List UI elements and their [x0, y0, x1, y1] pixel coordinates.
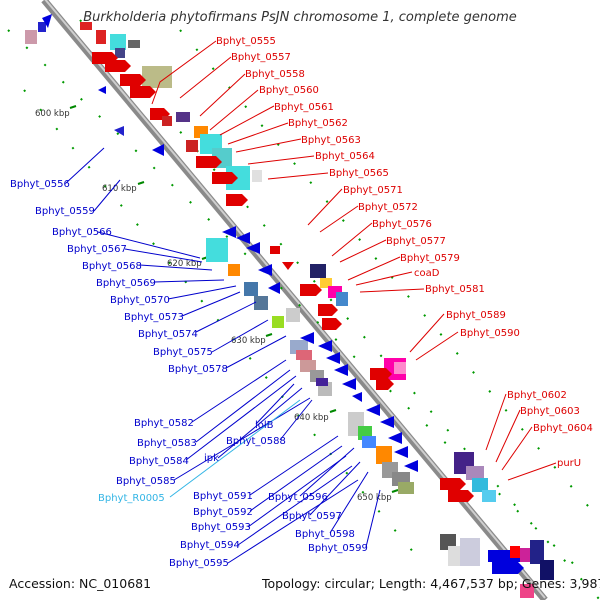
gene-label: Bphyt_0556 [10, 179, 70, 190]
gene-label: Bphyt_0589 [446, 310, 506, 321]
gene-label: Bphyt_0584 [129, 456, 189, 467]
gene-label: lolB [255, 420, 274, 431]
gene-label: coaD [414, 268, 440, 279]
gene-label: Bphyt_0566 [52, 227, 112, 238]
tick-label-640: 640 kbp [294, 413, 329, 423]
genome-summary-text: Topology: circular; Length: 4,467,537 bp… [262, 576, 600, 591]
gene-label: Bphyt_0595 [169, 558, 229, 569]
gene-label: Bphyt_0571 [343, 185, 403, 196]
tick-label-620: 620 kbp [167, 259, 202, 269]
gene-label: Bphyt_0599 [308, 543, 368, 554]
gene-label: Bphyt_0569 [96, 278, 156, 289]
gene-label: purU [557, 458, 581, 469]
rna-gene-label: Bphyt_R0005 [98, 493, 165, 504]
tick-marks [69, 105, 399, 493]
gene-label: Bphyt_0561 [274, 102, 334, 113]
tick-label-610: 610 kbp [102, 184, 137, 194]
gene-label: Bphyt_0560 [259, 85, 319, 96]
gene-label: Bphyt_0559 [35, 206, 95, 217]
gene-features [25, 14, 554, 598]
gene-label: Bphyt_0579 [400, 253, 460, 264]
gene-label: Bphyt_0563 [301, 135, 361, 146]
gene-label: Bphyt_0578 [168, 364, 228, 375]
gene-label: Bphyt_0603 [520, 406, 580, 417]
gene-label: Bphyt_0602 [507, 390, 567, 401]
gene-label: Bphyt_0594 [180, 540, 240, 551]
gene-label: Bphyt_0597 [282, 511, 342, 522]
gene-label: Bphyt_0590 [460, 328, 520, 339]
gene-label: Bphyt_0591 [193, 491, 253, 502]
tick-label-630: 630 kbp [231, 336, 266, 346]
gene-label: Bphyt_0555 [216, 36, 276, 47]
gene-label: Bphyt_0598 [295, 529, 355, 540]
map-title: Burkholderia phytofirmans PsJN chromosom… [83, 10, 517, 25]
leader-line-rna [169, 399, 301, 498]
gene-label: Bphyt_0567 [67, 244, 127, 255]
tick-label-650: 650 kbp [357, 493, 392, 503]
labels-red: Bphyt_0555 Bphyt_0557 Bphyt_0558 Bphyt_0… [216, 36, 593, 469]
gene-label: Bphyt_0588 [226, 436, 286, 447]
gene-label: Bphyt_0564 [315, 151, 375, 162]
gene-label: Bphyt_0562 [288, 118, 348, 129]
gene-label: Bphyt_0565 [329, 168, 389, 179]
gene-label: Bphyt_0596 [268, 492, 328, 503]
gene-label: Bphyt_0583 [137, 438, 197, 449]
gene-label: Bphyt_0572 [358, 202, 418, 213]
leader-lines-red [151, 40, 557, 481]
gene-label: Bphyt_0585 [116, 476, 176, 487]
gene-label: ipk [204, 453, 219, 464]
tick-label-600: 600 kbp [35, 109, 70, 119]
gene-label: Bphyt_0575 [153, 347, 213, 358]
gene-label: Bphyt_0568 [82, 261, 142, 272]
gene-label: Bphyt_0570 [110, 295, 170, 306]
gene-label: Bphyt_0593 [191, 522, 251, 533]
gene-label: Bphyt_0573 [124, 312, 184, 323]
gene-label: Bphyt_0557 [231, 52, 291, 63]
gene-label: Bphyt_0576 [372, 219, 432, 230]
gene-label: Bphyt_0558 [245, 69, 305, 80]
leader-lines-blue [65, 147, 381, 564]
gene-label: Bphyt_0582 [134, 418, 194, 429]
gene-label: Bphyt_0577 [386, 236, 446, 247]
labels-blue: Bphyt_0556 Bphyt_0559 Bphyt_0566 Bphyt_0… [10, 179, 368, 569]
gene-label: Bphyt_0604 [533, 423, 593, 434]
gene-label: Bphyt_0581 [425, 284, 485, 295]
gene-label: Bphyt_0592 [193, 507, 253, 518]
gene-label: Bphyt_0574 [138, 329, 198, 340]
accession-text: Accession: NC_010681 [9, 576, 152, 591]
